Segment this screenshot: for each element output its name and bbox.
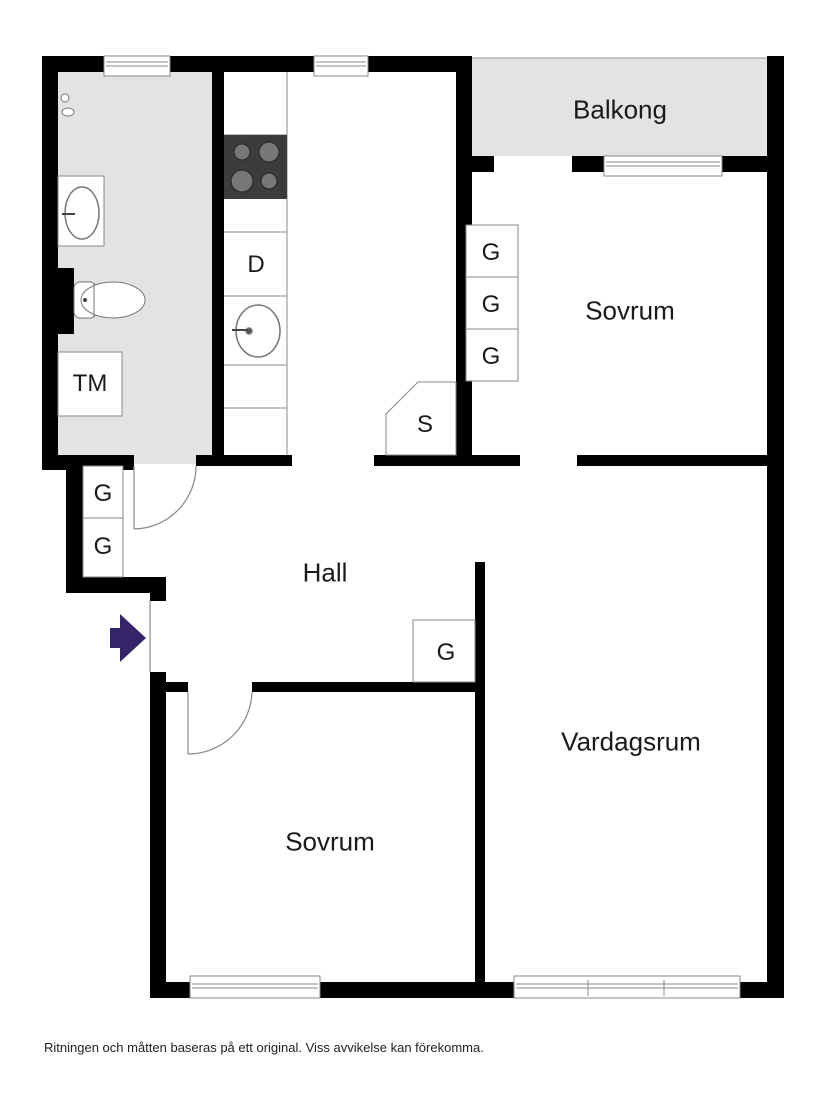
washing-machine-box <box>57 351 123 417</box>
fixture-label-g: G <box>436 639 456 666</box>
window-icon <box>103 55 741 999</box>
toilet-icon <box>73 281 146 319</box>
fixture-label-g: G <box>481 291 501 318</box>
disclaimer-text: Ritningen och måtten baseras på ett orig… <box>44 1040 484 1055</box>
room-label-vardagsrum: Vardagsrum <box>561 726 701 757</box>
balcony-floor <box>472 58 767 156</box>
entrance-arrow-icon <box>110 614 146 662</box>
door-swing-icon <box>133 465 253 755</box>
fixture-label-g: G <box>93 533 113 560</box>
wardrobes-hall <box>82 465 476 683</box>
exterior-walls <box>42 56 784 998</box>
interior-walls <box>196 72 767 998</box>
room-label-hall: Hall <box>302 557 348 588</box>
shower-faucet-icon <box>60 93 75 117</box>
wardrobes-bedroom <box>465 224 519 382</box>
fixture-label-s: S <box>416 411 434 438</box>
room-label-sovrum-top: Sovrum <box>585 295 675 326</box>
fixture-label-g: G <box>481 343 501 370</box>
fixture-label-d: D <box>247 251 265 278</box>
fixture-label-g: G <box>93 480 113 507</box>
s-closet <box>385 381 457 456</box>
sink-icon <box>232 304 281 358</box>
fixture-label-tm: TM <box>72 370 108 397</box>
fixture-label-g: G <box>481 239 501 266</box>
stove-icon <box>224 135 287 199</box>
room-label-balkong: Balkong <box>573 94 667 125</box>
room-label-sovrum-bottom: Sovrum <box>285 826 375 857</box>
bathroom-sink <box>57 175 105 247</box>
